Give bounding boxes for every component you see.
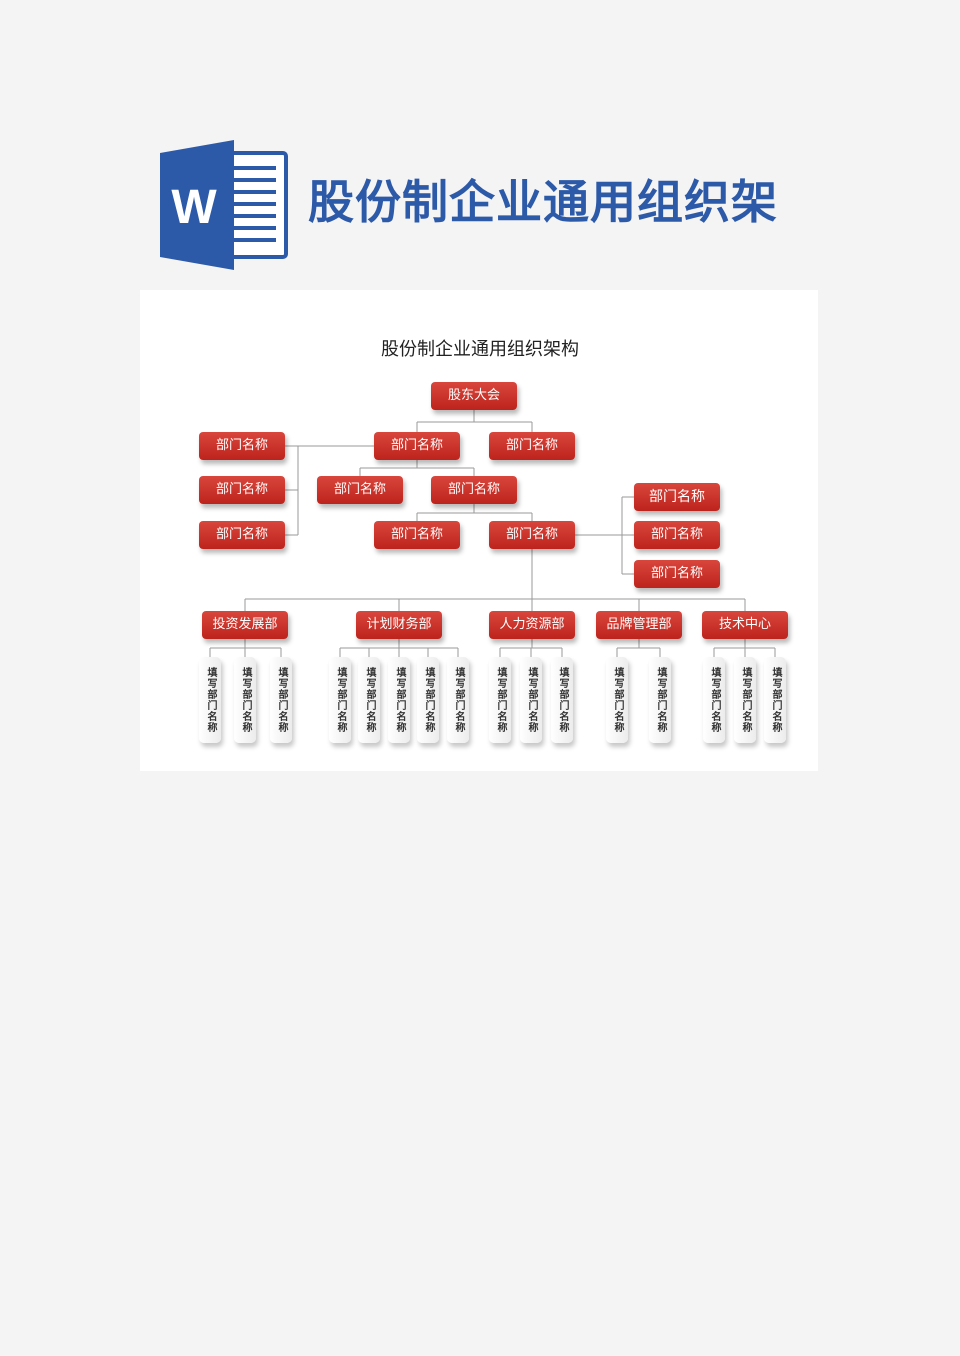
sub-hr-1: 填写部门名称 xyxy=(489,657,511,743)
sub-investment-2: 填写部门名称 xyxy=(234,657,256,743)
node-row2-1: 部门名称 xyxy=(317,476,403,504)
dept-brand: 品牌管理部 xyxy=(596,611,682,639)
node-shareholders-meeting: 股东大会 xyxy=(431,382,517,410)
sub-hr-2: 填写部门名称 xyxy=(520,657,542,743)
node-left-1: 部门名称 xyxy=(199,432,285,460)
node-left-3: 部门名称 xyxy=(199,521,285,549)
sub-finance-2: 填写部门名称 xyxy=(358,657,380,743)
node-left-2: 部门名称 xyxy=(199,476,285,504)
sub-tech-2: 填写部门名称 xyxy=(734,657,756,743)
node-row3-2: 部门名称 xyxy=(489,521,575,549)
sub-tech-1: 填写部门名称 xyxy=(703,657,725,743)
sub-tech-3: 填写部门名称 xyxy=(764,657,786,743)
sub-finance-4: 填写部门名称 xyxy=(417,657,439,743)
node-right-3: 部门名称 xyxy=(634,560,720,588)
sub-brand-2: 填写部门名称 xyxy=(649,657,671,743)
node-row3-1: 部门名称 xyxy=(374,521,460,549)
logo-letter: W xyxy=(171,181,217,234)
page-title: 股份制企业通用组织架 xyxy=(308,175,778,229)
sub-investment-1: 填写部门名称 xyxy=(199,657,221,743)
node-right-2: 部门名称 xyxy=(634,521,720,549)
sub-finance-1: 填写部门名称 xyxy=(329,657,351,743)
node-row2-2: 部门名称 xyxy=(431,476,517,504)
node-row1-1: 部门名称 xyxy=(374,432,460,460)
dept-tech: 技术中心 xyxy=(702,611,788,639)
sub-finance-3: 填写部门名称 xyxy=(388,657,410,743)
node-row1-2: 部门名称 xyxy=(489,432,575,460)
sub-brand-1: 填写部门名称 xyxy=(606,657,628,743)
dept-investment: 投资发展部 xyxy=(202,611,288,639)
chart-title: 股份制企业通用组织架构 xyxy=(381,339,579,360)
sub-investment-3: 填写部门名称 xyxy=(270,657,292,743)
sub-finance-5: 填写部门名称 xyxy=(447,657,469,743)
dept-hr: 人力资源部 xyxy=(489,611,575,639)
dept-finance: 计划财务部 xyxy=(356,611,442,639)
sub-hr-3: 填写部门名称 xyxy=(551,657,573,743)
node-right-1: 部门名称 xyxy=(634,483,720,511)
word-logo-icon: W xyxy=(160,140,288,270)
